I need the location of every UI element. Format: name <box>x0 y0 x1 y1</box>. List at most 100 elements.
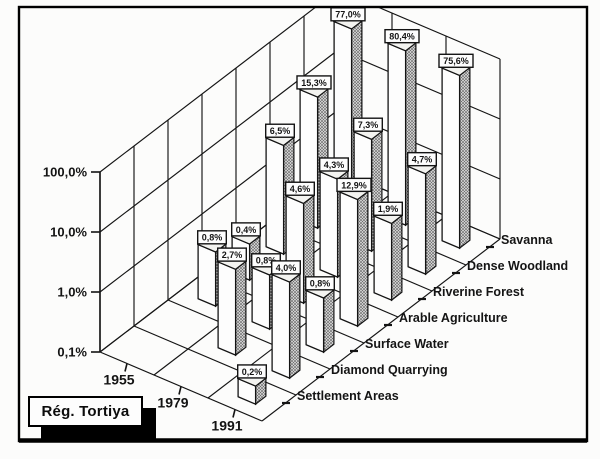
category-label: Diamond Quarrying <box>331 363 448 377</box>
bar-value-label: 6,5% <box>265 123 296 138</box>
bar-value-label: 75,6% <box>438 53 474 68</box>
category-label: Settlement Areas <box>297 389 399 403</box>
bar-value-label: 4,6% <box>285 181 316 196</box>
bar-value-label: 2,7% <box>216 247 247 262</box>
value-label-text: 2,7% <box>222 250 243 260</box>
value-label-box <box>196 230 227 245</box>
value-label-text: 0,8% <box>256 256 277 266</box>
plot-area: 77,0% 80,4% 75,6% 15,3% 7,3% 4,7% 6,5% 4,3% 1,9%… <box>99 7 501 422</box>
value-label-box <box>265 123 296 138</box>
bar-value-label: 0,8% <box>305 276 336 291</box>
value-label-text: 0,8% <box>310 279 331 289</box>
bar-value-label: 12,9% <box>336 177 372 193</box>
left-wall <box>100 7 338 352</box>
year-label: 1955 <box>103 372 134 388</box>
category-label: Dense Woodland <box>467 259 568 273</box>
value-label-box <box>384 28 420 44</box>
value-label-box <box>438 53 474 68</box>
bar-front-face <box>197 243 217 308</box>
bar-value-label: 4,7% <box>407 151 438 167</box>
bar-savanna-1955 <box>332 12 364 204</box>
bar-front-face <box>319 170 339 279</box>
value-tick-label: 100,0% <box>43 165 88 180</box>
value-tick-label: 1,0% <box>57 285 87 300</box>
category-label: Surface Water <box>365 337 449 351</box>
bar-front-face <box>265 136 285 256</box>
value-label-text: 80,4% <box>389 32 415 42</box>
bar-front-face <box>305 289 325 354</box>
bar-front-face <box>441 67 461 250</box>
bar-side-face <box>289 272 301 380</box>
bar-value-label: 4,3% <box>319 157 350 172</box>
bar-value-label: 80,4% <box>384 28 420 44</box>
bar-value-label: 7,3% <box>353 117 384 132</box>
value-label-text: 77,0% <box>335 10 361 20</box>
bar-value-label: 77,0% <box>330 7 366 22</box>
value-label-text: 6,5% <box>270 126 291 136</box>
bar-front-face <box>271 273 291 380</box>
category-label: Riverine Forest <box>433 285 525 299</box>
value-label-text: 0,2% <box>242 367 263 377</box>
bar-arable-agriculture-1991 <box>338 183 370 328</box>
bar-front-face <box>251 266 271 331</box>
bar-savanna-1991 <box>440 59 472 250</box>
bar-side-face <box>425 164 437 276</box>
bar-side-face <box>357 190 369 328</box>
bar-value-label: 0,4% <box>230 222 261 237</box>
bar-front-face <box>387 42 407 227</box>
series-row-settlement-areas: 0,2% <box>236 364 268 406</box>
value-tick-label: 0,1% <box>57 345 87 360</box>
value-label-text: 4,6% <box>290 184 311 194</box>
category-label: Savanna <box>501 233 553 247</box>
value-label-box <box>407 151 438 167</box>
year-axis: 1955 1979 1991 <box>103 363 243 434</box>
value-label-text: 15,3% <box>301 78 327 88</box>
value-label-box <box>285 181 316 196</box>
value-label-box <box>305 276 336 291</box>
value-label-box <box>271 260 302 275</box>
bar-front-face <box>407 165 427 276</box>
region-label-box: Rég. Tortiya <box>28 396 143 427</box>
value-label-box <box>336 177 372 193</box>
bar-diamond-quarrying-1991 <box>270 266 302 380</box>
value-label-box <box>216 247 247 262</box>
value-axis: 0,1% 1,0% 10,0% 100,0% <box>43 165 101 360</box>
value-label-box <box>236 364 267 379</box>
value-label-box <box>230 222 261 237</box>
value-label-text: 12,9% <box>341 180 367 190</box>
bar-surface-water-1991 <box>304 281 336 354</box>
bar-value-label: 4,0% <box>271 260 302 275</box>
value-label-text: 0,4% <box>236 225 257 235</box>
bar-value-label: 0,2% <box>236 364 267 379</box>
category-label: Arable Agriculture <box>399 311 508 325</box>
value-label-text: 4,3% <box>324 160 345 170</box>
value-label-text: 1,9% <box>378 204 399 214</box>
bar-side-face <box>459 66 471 250</box>
value-tick-label: 10,0% <box>50 225 87 240</box>
bar-riverine-forest-1991 <box>372 207 404 302</box>
bar-value-label: 1,9% <box>373 201 404 216</box>
bar-side-face <box>235 260 247 357</box>
year-label: 1979 <box>157 395 188 411</box>
value-label-text: 0,8% <box>202 233 223 243</box>
bar-front-face <box>373 215 393 302</box>
value-label-text: 7,3% <box>358 120 379 130</box>
value-label-box <box>296 75 332 90</box>
value-label-text: 75,6% <box>443 56 469 66</box>
bar-front-face <box>217 260 237 357</box>
bar-value-label: 0,8% <box>196 230 227 245</box>
value-label-text: 4,0% <box>276 263 297 273</box>
value-label-box <box>319 157 350 172</box>
bar-dense-woodland-1991 <box>406 157 438 276</box>
value-label-box <box>353 117 384 132</box>
bar-side-face <box>323 288 335 354</box>
category-axis: Settlement Areas Diamond Quarrying Surface… <box>282 233 568 405</box>
series-row-diamond-quarrying: 2,7% 4,0% <box>216 247 302 380</box>
bar-diamond-quarrying-1979 <box>216 253 248 357</box>
bar-side-face <box>391 214 403 302</box>
year-label: 1991 <box>211 418 242 434</box>
bar-value-label: 15,3% <box>296 75 332 90</box>
value-label-box <box>373 201 404 216</box>
